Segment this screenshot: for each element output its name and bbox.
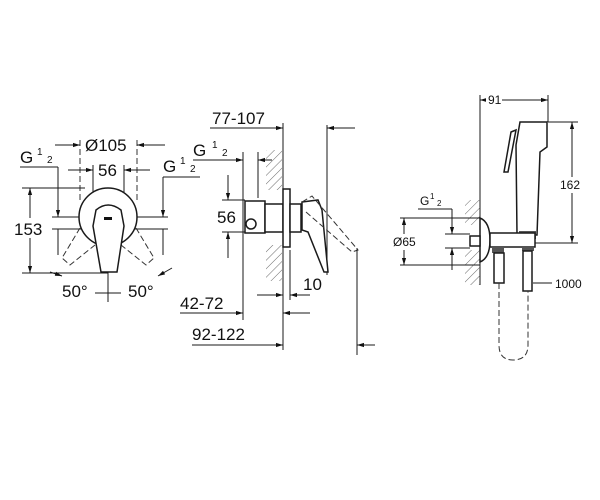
front-angle-right: 50° bbox=[128, 282, 154, 301]
side-install-label: 42-72 bbox=[180, 294, 223, 313]
shower-width-label: 91 bbox=[488, 93, 502, 107]
shower-diameter-label: Ø65 bbox=[393, 235, 416, 249]
front-angle-left: 50° bbox=[62, 282, 88, 301]
front-height-label: 153 bbox=[14, 220, 42, 239]
shower-thread-g: G bbox=[420, 194, 429, 208]
side-plate-label: 10 bbox=[303, 275, 322, 294]
shower-height-label: 162 bbox=[560, 178, 580, 192]
side-height-label: 56 bbox=[217, 208, 236, 227]
front-width-label: 56 bbox=[98, 161, 117, 180]
front-thread-right-den: 2 bbox=[190, 164, 196, 175]
shower-thread-num: 1 bbox=[430, 192, 435, 201]
shower-thread-den: 2 bbox=[437, 199, 442, 208]
hose-length-label: 1000 bbox=[555, 277, 582, 291]
hand-shower-view: 91 162 1000 G 1 2 Ø65 bbox=[390, 92, 582, 361]
front-diameter-label: Ø105 bbox=[85, 136, 127, 155]
side-thread-g: G bbox=[193, 141, 206, 160]
side-thread-den: 2 bbox=[222, 148, 228, 159]
front-thread-right-num: 1 bbox=[180, 156, 186, 167]
side-thread-num: 1 bbox=[212, 140, 218, 151]
front-thread-right-g: G bbox=[163, 157, 176, 176]
front-thread-left-den: 2 bbox=[47, 155, 53, 166]
front-thread-left-g: G bbox=[20, 148, 33, 167]
front-view: Ø105 56 G 1 2 G 1 2 153 50° bbox=[12, 136, 200, 302]
side-total-label: 92-122 bbox=[192, 325, 245, 344]
front-thread-left-num: 1 bbox=[37, 147, 43, 158]
side-view: 77-107 G 1 2 56 10 42-72 92-122 bbox=[180, 109, 375, 355]
side-depth-label: 77-107 bbox=[212, 109, 265, 128]
